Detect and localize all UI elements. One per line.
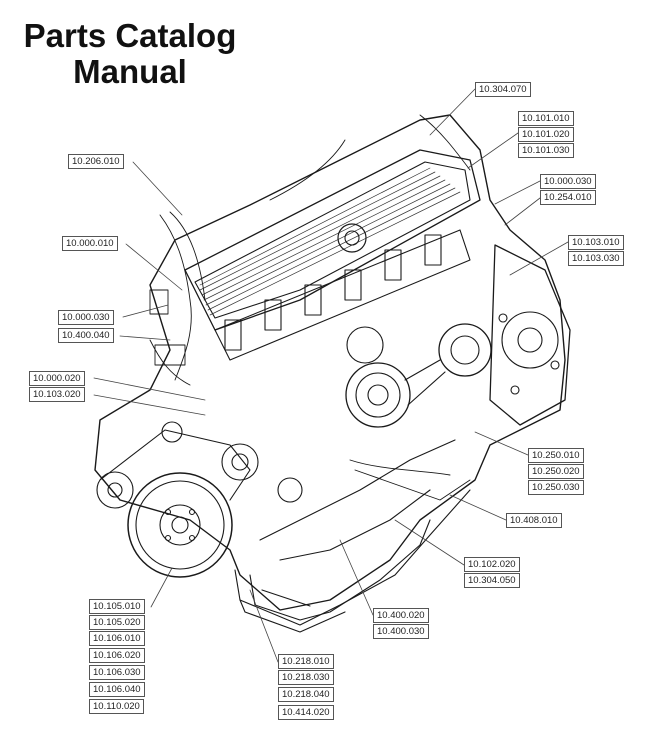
front-pulleys: [96, 421, 303, 578]
callout-label: 10.218.030: [278, 670, 334, 685]
callout-label: 10.218.040: [278, 687, 334, 702]
callout-label: 10.414.020: [278, 705, 334, 720]
engine-block: [94, 114, 566, 633]
callout-label: 10.400.020: [373, 608, 429, 623]
callout-label: 10.254.010: [540, 190, 596, 205]
callout-label: 10.304.070: [475, 82, 531, 97]
callout-label: 10.304.050: [464, 573, 520, 588]
title-line-1: Parts Catalog: [23, 17, 237, 54]
page-title: Parts Catalog Manual: [10, 18, 250, 90]
injector-row: [214, 229, 471, 361]
callout-label: 10.105.010: [89, 599, 145, 614]
callout-label: 10.102.020: [464, 557, 520, 572]
callout-label: 10.000.020: [29, 371, 85, 386]
callout-label: 10.218.010: [278, 654, 334, 669]
callout-label: 10.206.010: [68, 154, 124, 169]
callout-label: 10.106.010: [89, 631, 145, 646]
turbocharger: [345, 323, 492, 428]
callout-label: 10.250.010: [528, 448, 584, 463]
wiring-harness: [149, 114, 471, 501]
callout-label: 10.106.040: [89, 682, 145, 697]
callout-label: 10.103.030: [568, 251, 624, 266]
leader-lines: [93, 88, 569, 663]
callout-label: 10.101.030: [518, 143, 574, 158]
callout-label: 10.000.030: [58, 310, 114, 325]
callout-label: 10.250.020: [528, 464, 584, 479]
callout-label: 10.103.020: [29, 387, 85, 402]
callout-label: 10.105.020: [89, 615, 145, 630]
title-line-2: Manual: [73, 53, 187, 90]
callout-label: 10.000.030: [540, 174, 596, 189]
flywheel-housing: [489, 244, 571, 426]
callout-label: 10.106.020: [89, 648, 145, 663]
callout-label: 10.101.010: [518, 111, 574, 126]
callout-label: 10.400.040: [58, 328, 114, 343]
oil-pan: [249, 519, 431, 621]
callout-label: 10.408.010: [506, 513, 562, 528]
callout-label: 10.110.020: [89, 699, 144, 714]
callout-label: 10.400.030: [373, 624, 429, 639]
callout-label: 10.101.020: [518, 127, 574, 142]
callout-label: 10.000.010: [62, 236, 118, 251]
callout-label: 10.103.010: [568, 235, 624, 250]
callout-label: 10.250.030: [528, 480, 584, 495]
callout-label: 10.106.030: [89, 665, 145, 680]
